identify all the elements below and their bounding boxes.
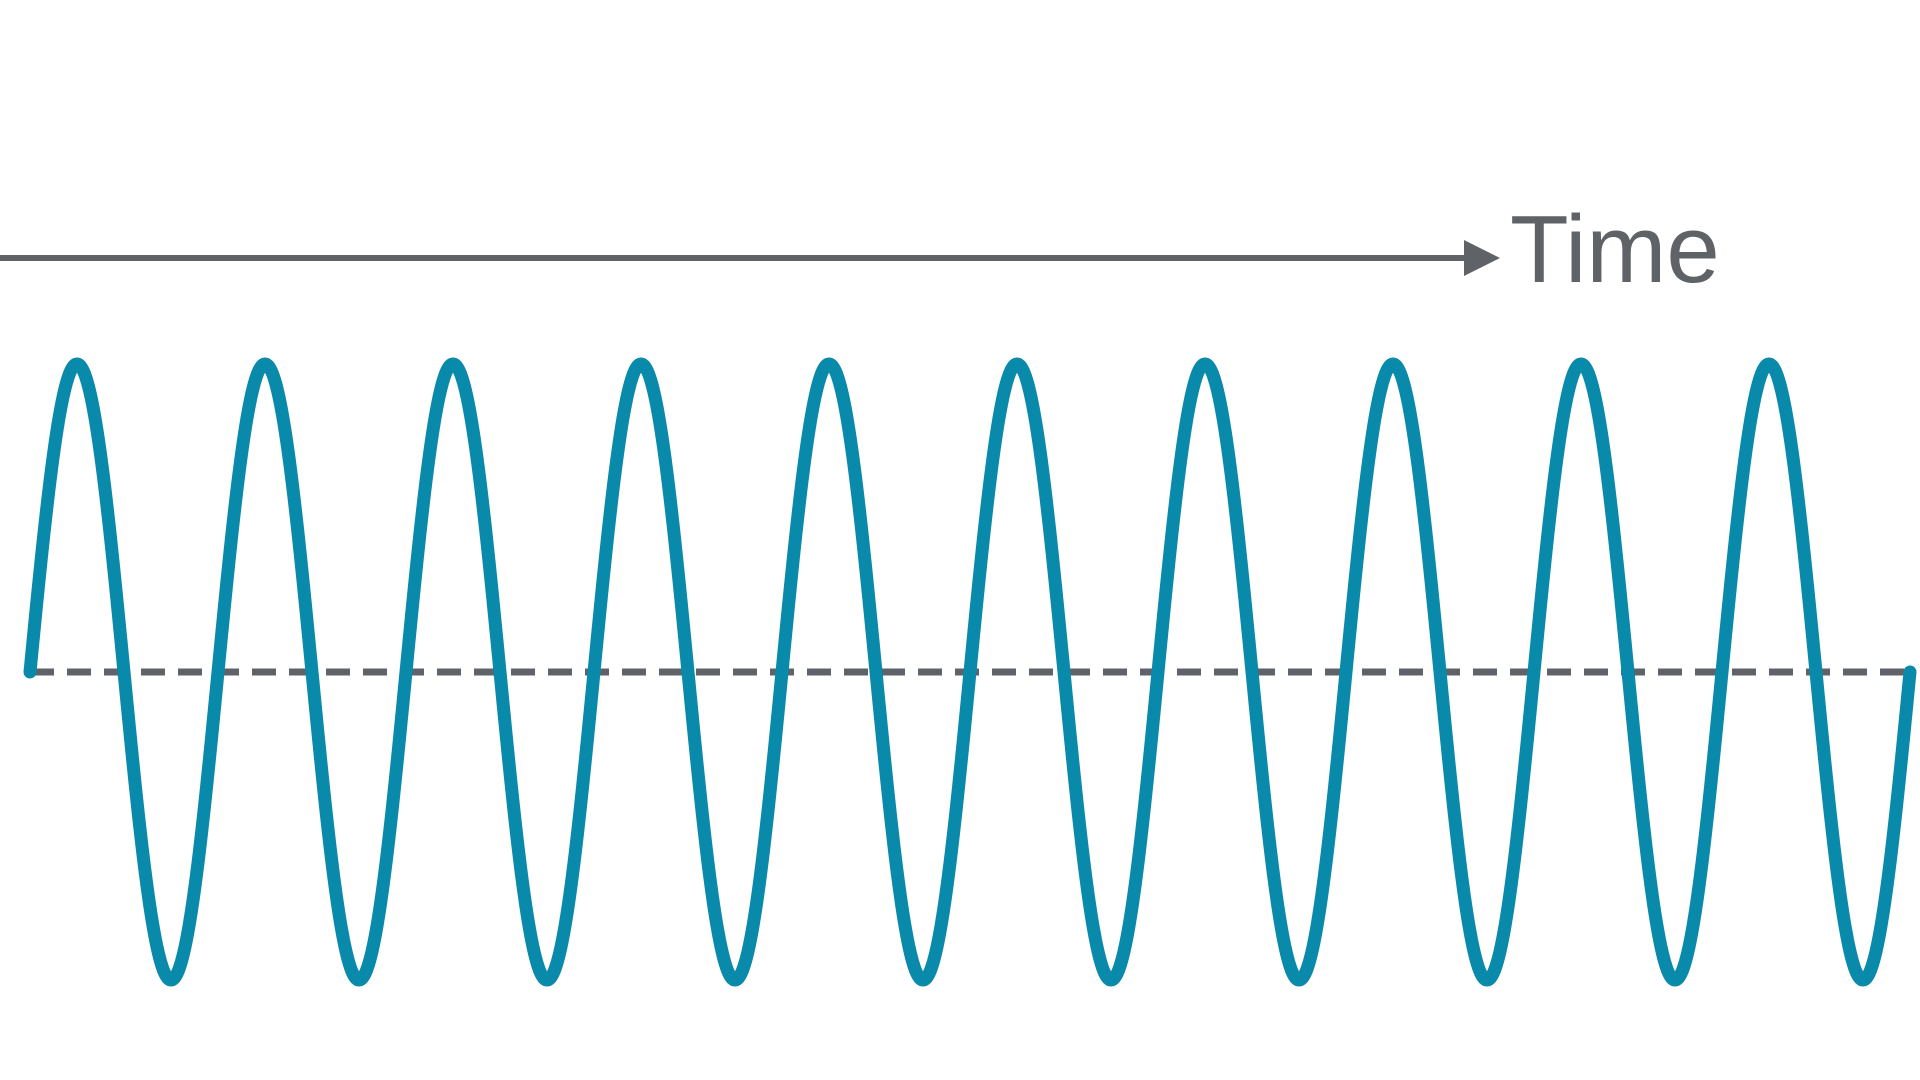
time-axis-label: Time [1510,196,1720,303]
sine-wave [23,357,1917,987]
time-axis-arrowhead [1464,240,1500,276]
